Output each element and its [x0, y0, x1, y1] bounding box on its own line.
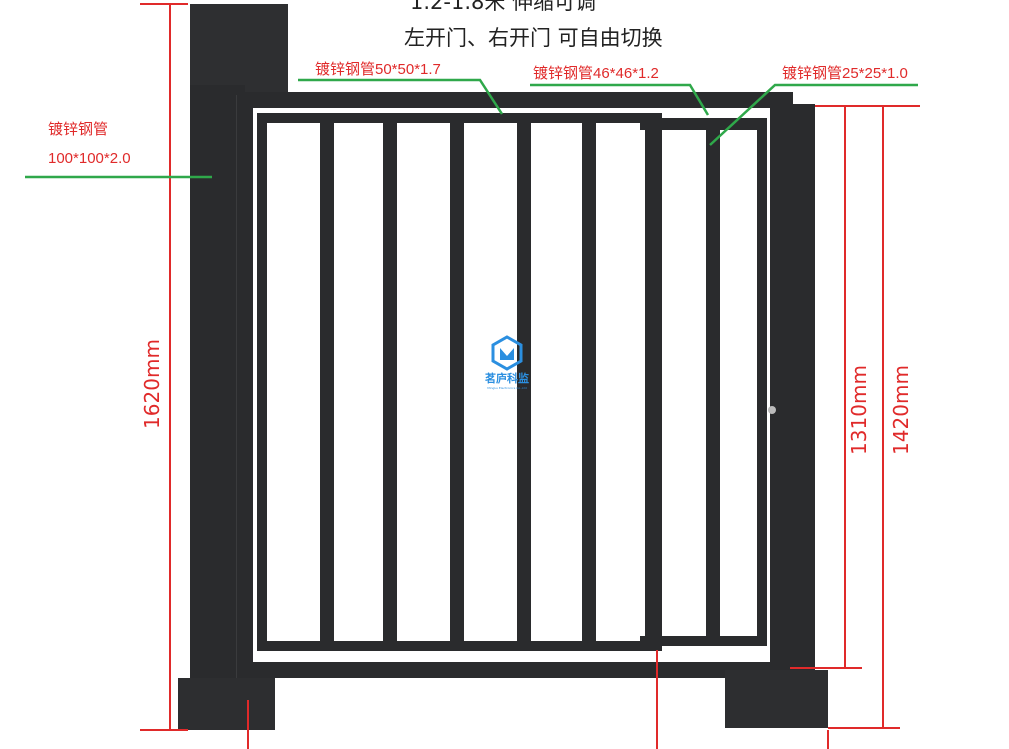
left-base: [178, 678, 275, 730]
logo-name: 茗庐科监: [485, 372, 529, 385]
label-frame-inner: 镀锌钢管46*46*1.2: [533, 65, 659, 82]
vertical-bars: [320, 118, 767, 646]
leader-frame-inner: [530, 83, 710, 116]
label-bars: 镀锌钢管25*25*1.0: [782, 65, 908, 82]
lock-knob: [768, 406, 776, 414]
title-line-1: 1.2-1.8米 伸缩可调: [410, 0, 597, 14]
dim-post-height: 1620mm: [140, 339, 164, 429]
label-frame-outer: 镀锌钢管50*50*1.7: [315, 61, 441, 78]
label-post-material: 镀锌钢管: [48, 121, 109, 138]
right-base: [725, 670, 828, 728]
left-post: [190, 85, 245, 695]
logo: 茗庐科监 MingLu Electronics Co.,Ltd: [482, 370, 532, 390]
dim-gate-height: 1310mm: [847, 365, 871, 455]
leader-bars: [709, 83, 918, 146]
logo-icon: [491, 335, 523, 371]
title-line-2: 左开门、右开门 可自由切换: [404, 26, 663, 50]
left-post-box: [190, 4, 288, 94]
leader-frame-outer: [298, 78, 504, 115]
label-post-spec: 100*100*2.0: [48, 150, 131, 167]
logo-sub: MingLu Electronics Co.,Ltd: [487, 386, 527, 390]
right-post: [770, 104, 815, 689]
dim-total-height: 1420mm: [889, 365, 913, 455]
